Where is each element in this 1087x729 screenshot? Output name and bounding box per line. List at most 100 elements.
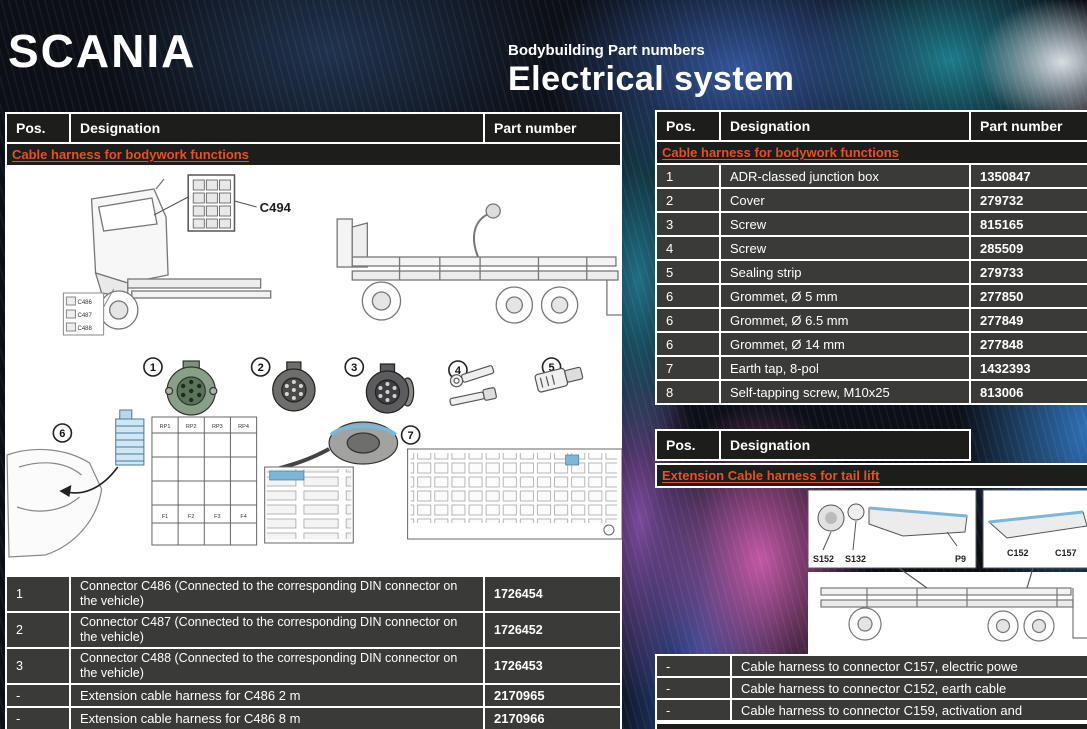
part-number-cell: 1726454 — [485, 577, 620, 611]
connector-1-illustration — [164, 360, 218, 416]
fuse-label: RP4 — [238, 424, 249, 430]
designation-cell: Cable harness to connector C159, activat… — [732, 700, 1087, 720]
col-header-pos: Pos. — [657, 431, 719, 459]
fuse-label: F1 — [162, 514, 168, 520]
designation-cell: Earth tap, 8-pol — [721, 357, 969, 379]
pos-cell: 6 — [657, 309, 719, 331]
fuse-label: F4 — [240, 514, 246, 520]
part-number-cell: 2170965 — [485, 685, 620, 706]
designation-cell: Grommet, Ø 14 mm — [721, 333, 969, 355]
left-parts-table: 1 Connector C486 (Connected to the corre… — [5, 575, 622, 729]
pos-cell: 3 — [657, 213, 719, 235]
table-row: 7 Earth tap, 8-pol 1432393 — [657, 357, 1087, 379]
taillift-detail-box-a: S152 S132 P9 — [807, 489, 977, 569]
part-number-cell: 277850 — [971, 285, 1087, 307]
s132-label: S132 — [845, 554, 866, 564]
table-row: 3 Screw 815165 — [657, 213, 1087, 235]
designation-cell: Connector C487 (Connected to the corresp… — [71, 613, 483, 647]
designation-cell: Connector C488 (Connected to the corresp… — [71, 649, 483, 683]
col-header-designation: Designation — [721, 431, 969, 459]
pos-cell: 8 — [657, 381, 719, 403]
col-header-part: Part number — [971, 112, 1087, 140]
fuse-panel-7b-illustration — [407, 448, 622, 540]
header-row: Pos. Designation Part number — [7, 114, 620, 142]
designation-cell: Connector C486 (Connected to the corresp… — [71, 577, 483, 611]
header-row: Pos. Designation Part number — [657, 112, 1087, 140]
table-row: 4 Screw 285509 — [657, 237, 1087, 259]
left-column: Pos. Designation Part number Cable harne… — [5, 112, 622, 729]
pos-cell: 1 — [657, 165, 719, 187]
right-parts-table: Pos. Designation Part number Cable harne… — [655, 110, 1087, 405]
table-row: - Cable harness to connector C159, activ… — [657, 700, 1087, 720]
part-number-cell: 285509 — [971, 237, 1087, 259]
taillift-diagram-svg: S152 S132 P9 C152 C157 — [807, 489, 1087, 654]
part-number-cell: 1432393 — [971, 357, 1087, 379]
pos-cell: 3 — [7, 649, 69, 683]
part-number-cell: 813006 — [971, 381, 1087, 403]
col-header-designation: Designation — [721, 112, 969, 140]
callout-6-number: 6 — [59, 428, 65, 440]
p9-label: P9 — [955, 554, 966, 564]
fuse-label: RP2 — [186, 424, 197, 430]
designation-cell: Extension cable harness for C486 2 m — [71, 685, 483, 706]
pos-cell: - — [657, 678, 730, 698]
blue-connector-6-illustration — [115, 409, 145, 466]
fuse-panel-7a-illustration — [264, 466, 354, 544]
taillift-detail-box-b: C152 C157 — [982, 489, 1087, 569]
designation-cell: ADR-classed junction box — [721, 165, 969, 187]
fuse-label: RP3 — [212, 424, 223, 430]
table-row: 8 Self-tapping screw, M10x25 813006 — [657, 381, 1087, 403]
table-row: 5 Sealing strip 279733 — [657, 261, 1087, 283]
callout-3-number: 3 — [351, 362, 357, 374]
part-number-cell: 279733 — [971, 261, 1087, 283]
second-table-header: Pos. Designation — [655, 429, 971, 461]
part-number-cell: 1726452 — [485, 613, 620, 647]
connector-7-illustration — [276, 421, 399, 471]
s152-label: S152 — [813, 554, 834, 564]
right-column: Pos. Designation Part number Cable harne… — [655, 110, 1087, 729]
table-row: 1 Connector C486 (Connected to the corre… — [7, 577, 620, 611]
pos-cell: 4 — [657, 237, 719, 259]
c487-label: C487 — [77, 313, 92, 319]
fuse-label: F2 — [188, 514, 194, 520]
header-row: Pos. Designation — [657, 431, 969, 459]
pos-cell: 1 — [7, 577, 69, 611]
taillift-title-wrap: Extension Cable harness for tail lift — [655, 463, 1087, 488]
designation-cell: Self-tapping screw, M10x25 — [721, 381, 969, 403]
part-number-cell: 1350847 — [971, 165, 1087, 187]
pos-cell: - — [7, 685, 69, 706]
callout-3-icon: 3 — [344, 357, 365, 377]
table-row: 2 Cover 279732 — [657, 189, 1087, 211]
part-number-cell: 1726453 — [485, 649, 620, 683]
table-row: 1 ADR-classed junction box 1350847 — [657, 165, 1087, 187]
designation-cell: Grommet, Ø 6.5 mm — [721, 309, 969, 331]
terminal-4-illustration — [449, 365, 497, 406]
col-header-part: Part number — [485, 114, 620, 142]
designation-cell: Sealing strip — [721, 261, 969, 283]
designation-cell: Extension cable harness for C486 8 m — [71, 708, 483, 729]
pos-cell: - — [657, 700, 730, 720]
designation-cell: Grommet, Ø 5 mm — [721, 285, 969, 307]
section-title: Cable harness for bodywork functions — [662, 145, 899, 160]
table-row: 6 Grommet, Ø 5 mm 277850 — [657, 285, 1087, 307]
taillift-rows-table: - Cable harness to connector C157, elect… — [655, 654, 1087, 722]
pos-cell: - — [657, 656, 730, 676]
c152-label: C152 — [1007, 548, 1029, 558]
designation-cell: Cable harness to connector C157, electri… — [732, 656, 1087, 676]
section-title-bar: Cable harness for bodywork functions — [7, 144, 620, 165]
part-number-cell: 277848 — [971, 333, 1087, 355]
col-header-pos: Pos. — [7, 114, 69, 142]
col-header-pos: Pos. — [657, 112, 719, 140]
connector-2-illustration — [272, 361, 316, 412]
part-number-cell: 279732 — [971, 189, 1087, 211]
pos-cell: 2 — [7, 613, 69, 647]
scania-logo: SCANIA — [8, 25, 197, 77]
callout-1-icon: 1 — [143, 357, 163, 377]
section-title-bar: Working with the bodywork console — [657, 724, 1087, 729]
callout-6-icon: 6 — [52, 423, 73, 443]
pos-cell: 6 — [657, 333, 719, 355]
section-title: Cable harness for bodywork functions — [12, 147, 249, 162]
callout-2-icon: 2 — [250, 357, 271, 377]
part-number-cell: 277849 — [971, 309, 1087, 331]
